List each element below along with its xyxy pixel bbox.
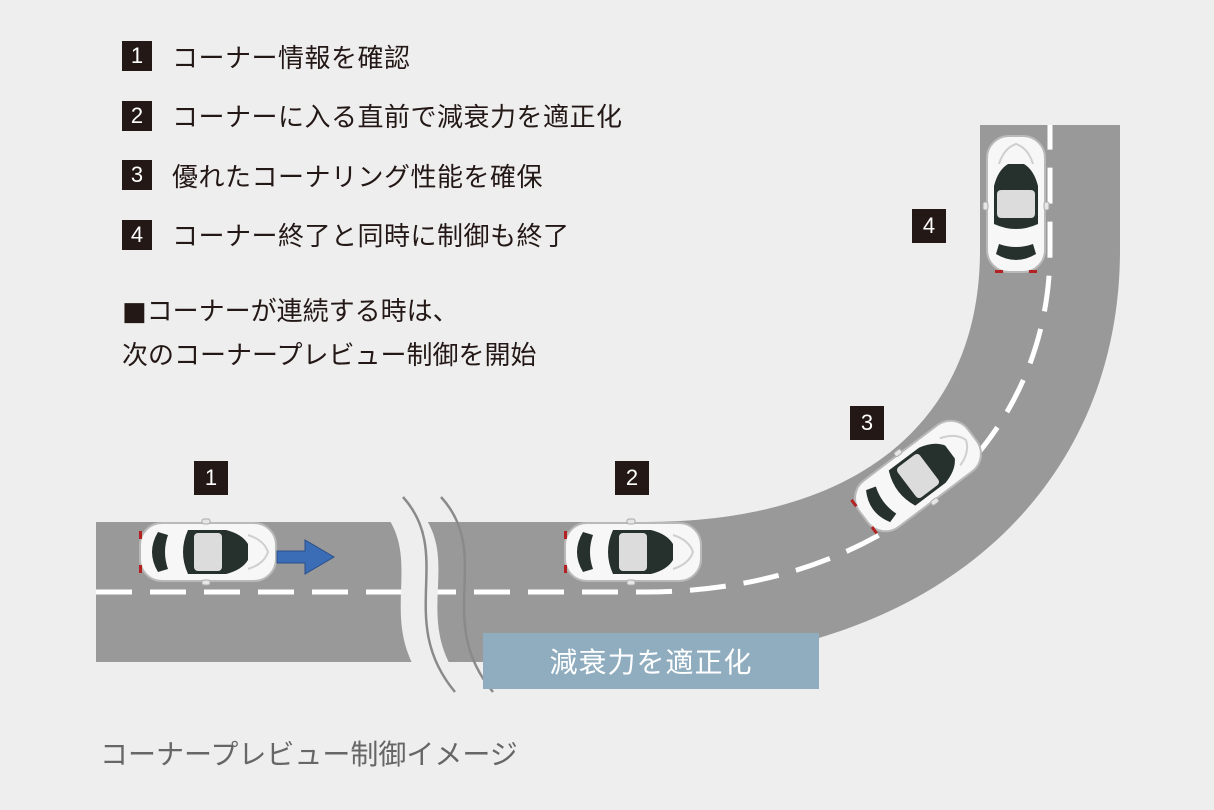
- step-item: 3 優れたコーナリング性能を確保: [122, 157, 623, 193]
- step-item: 2 コーナーに入る直前で減衰力を適正化: [122, 98, 623, 134]
- position-badge-1: 1: [194, 461, 228, 495]
- direction-arrow: [276, 539, 335, 575]
- road-break: [378, 496, 494, 693]
- car-4: [982, 135, 1050, 274]
- note-line-1: ■コーナーが連続する時は、: [122, 297, 459, 327]
- note: ■コーナーが連続する時は、 次のコーナープレビュー制御を開始: [122, 290, 536, 378]
- step-text: コーナー終了と同時に制御も終了: [172, 222, 570, 252]
- step-number: 3: [122, 160, 152, 190]
- step-text: 優れたコーナリング性能を確保: [172, 162, 544, 193]
- diagram-caption: コーナープレビュー制御イメージ: [100, 738, 518, 771]
- position-badge-2: 2: [615, 461, 649, 495]
- step-item: 1 コーナー情報を確認: [122, 38, 623, 74]
- road: [96, 125, 1120, 662]
- step-number: 4: [122, 219, 152, 250]
- position-badge-3: 3: [850, 406, 884, 440]
- damping-label: 減衰力を適正化: [483, 633, 819, 689]
- step-list: 1 コーナー情報を確認 2 コーナーに入る直前で減衰力を適正化 3 優れたコーナ…: [122, 38, 623, 276]
- step-number: 2: [122, 100, 152, 131]
- car-1: [138, 518, 277, 586]
- step-text: コーナー情報を確認: [172, 43, 411, 74]
- step-text: コーナーに入る直前で減衰力を適正化: [172, 103, 623, 133]
- lane-marking: [96, 125, 1053, 595]
- car-2: [563, 518, 702, 586]
- position-badge-4: 4: [912, 209, 946, 243]
- step-item: 4 コーナー終了と同時に制御も終了: [122, 217, 623, 253]
- step-number: 1: [122, 41, 152, 71]
- note-line-2: 次のコーナープレビュー制御を開始: [122, 341, 537, 371]
